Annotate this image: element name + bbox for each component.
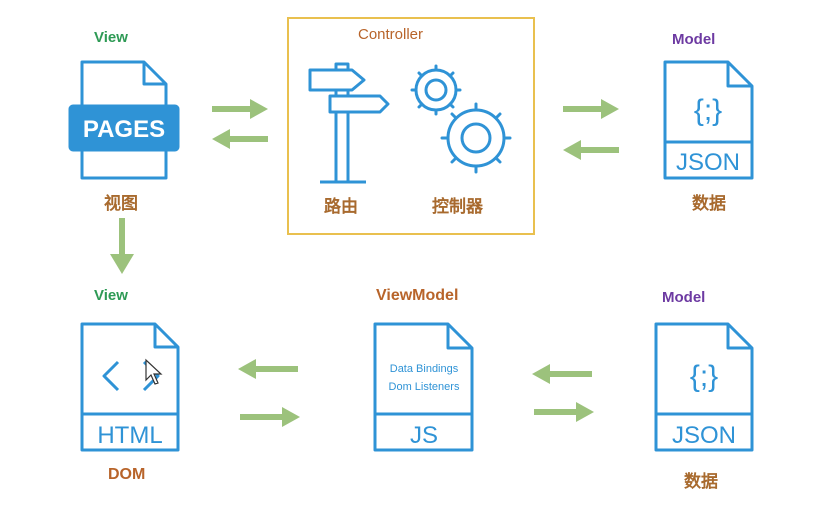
controller-title: Controller [358,26,424,43]
pages-badge: PAGES [83,116,165,143]
gears-icon [410,64,512,174]
arrow-view-down [110,218,134,274]
mvc-model-title: Model [672,31,716,48]
signpost-icon [308,62,390,184]
arrow-view-to-viewmodel [240,407,300,427]
viewmodel-line2: Dom Listeners [389,381,460,393]
arrow-model-to-viewmodel [532,364,592,384]
mvc-view-title: View [94,29,128,46]
json-brace-text-bottom: {;} [690,360,718,393]
arrow-viewmodel-to-model [534,402,594,422]
mvc-model-caption: 数据 [692,194,726,213]
json-brace-text: {;} [694,94,722,127]
html-file-text: HTML [97,422,162,449]
arrow-view-to-controller [212,99,268,119]
file-html-icon: HTML [80,322,180,452]
mvvm-model-caption: 数据 [684,472,718,491]
file-json-icon: {;} JSON [663,60,754,180]
mvvm-model-title: Model [662,289,706,306]
controller-box [287,17,535,235]
mvc-view-caption: 视图 [104,194,138,213]
arrow-viewmodel-to-view [238,359,298,379]
file-js-icon: Data Bindings Dom Listeners JS [373,322,474,452]
controller-caption: 控制器 [432,197,483,216]
arrow-controller-to-view [212,129,268,149]
arrow-controller-to-model [563,99,619,119]
viewmodel-title: ViewModel [376,287,459,304]
viewmodel-line1: Data Bindings [390,363,459,375]
js-file-text: JS [410,422,438,449]
mvvm-view-caption: DOM [108,466,146,483]
router-caption: 路由 [324,197,358,216]
arrow-model-to-controller [563,140,619,160]
json-file-text-bottom: JSON [672,422,736,449]
mvvm-view-title: View [94,287,128,304]
mouse-cursor-icon [145,358,163,385]
file-json-icon-bottom: {;} JSON [654,322,754,452]
file-pages-icon: PAGES [68,60,180,180]
json-file-text: JSON [676,149,740,176]
